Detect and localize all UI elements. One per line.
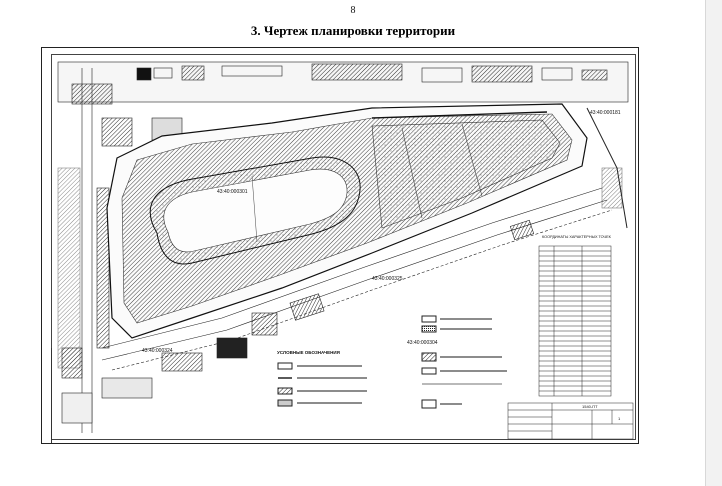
coordinates-table: КООРДИНАТЫ ХАРАКТЕРНЫХ ТОЧЕК (538, 235, 612, 397)
page-number: 8 (350, 5, 356, 16)
stamp-code: 1540-ПТ (582, 404, 598, 409)
title-block: 1540-ПТ 1 (507, 402, 634, 440)
binding-stamp (43, 348, 52, 443)
cadastral-label-2: 43:40:000301 (217, 189, 248, 195)
cadastral-label-5: 43:40:000324 (142, 348, 173, 354)
stadium-field (149, 156, 361, 265)
top-buildings (57, 61, 629, 147)
lower-left-buildings (61, 312, 278, 424)
left-road (57, 68, 110, 433)
coord-table-title: КООРДИНАТЫ ХАРАКТЕРНЫХ ТОЧЕК (542, 235, 612, 239)
territory-plan-drawing: 43:40:000181 43:40:000301 43:40:000325 4… (57, 61, 634, 440)
park-area (371, 111, 561, 229)
stamp-sheet: 1 (618, 416, 621, 421)
page-title: 3. Чертеж планировки территории (250, 23, 456, 38)
lower-road (101, 107, 628, 371)
cadastral-label-3: 43:40:000325 (372, 276, 403, 282)
drawing-sheet: 43:40:000181 43:40:000301 43:40:000325 4… (41, 47, 639, 444)
viewer-scroll-gutter (705, 0, 722, 486)
drawing-frame (51, 54, 636, 440)
legend-title: УСЛОВНЫЕ ОБОЗНАЧЕНИЯ (277, 350, 340, 355)
legend: УСЛОВНЫЕ ОБОЗНАЧЕНИЯ (277, 315, 507, 409)
cadastral-label-4: 43:40:000304 (407, 340, 438, 346)
cadastral-label-1: 43:40:000181 (590, 110, 621, 116)
